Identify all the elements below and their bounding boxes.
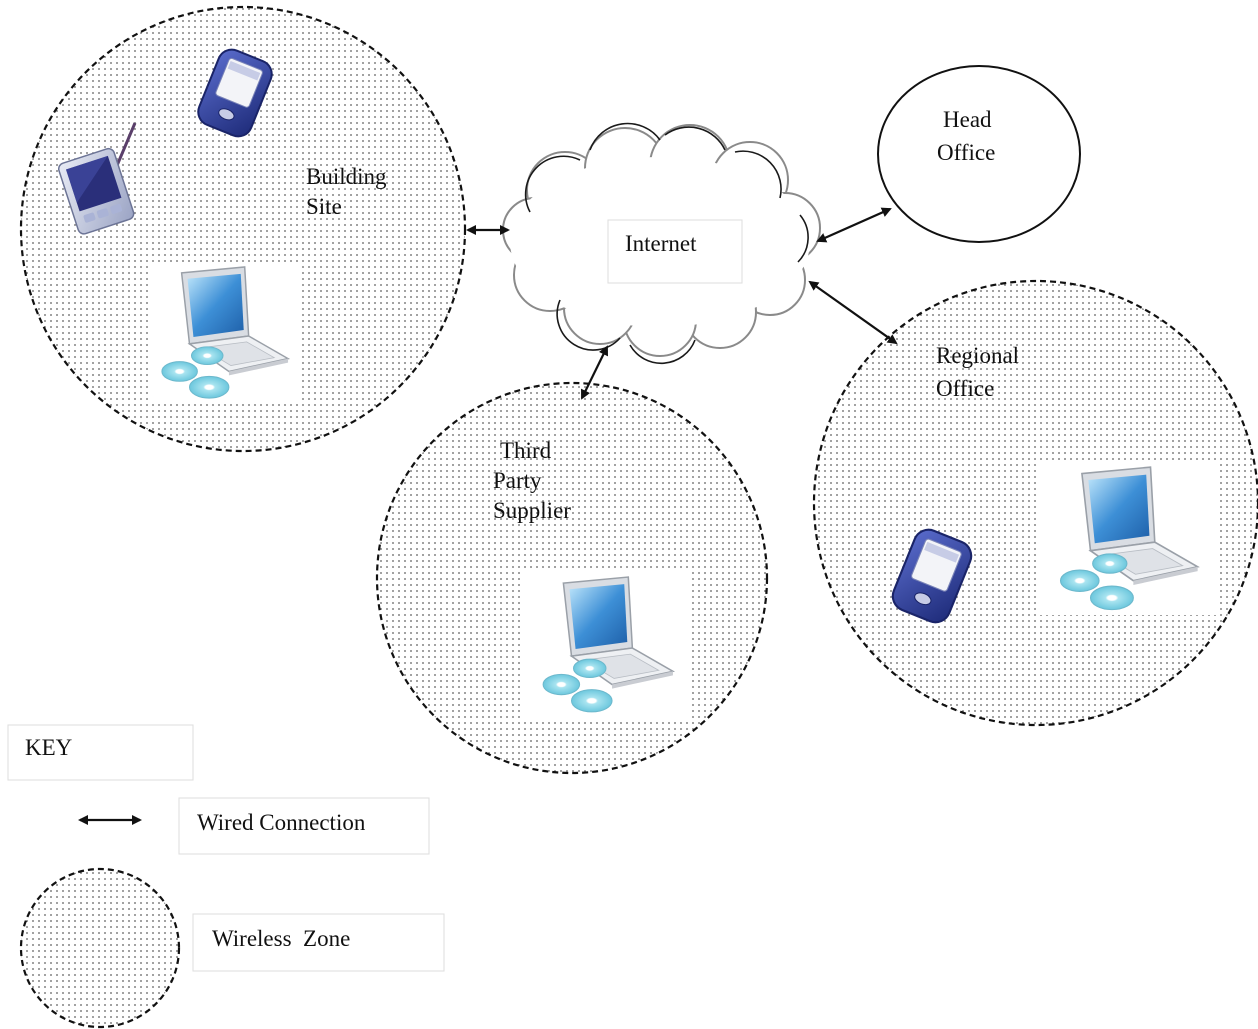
head-office-label-line2: Office — [937, 140, 995, 165]
third-party-label-line3: Supplier — [493, 498, 571, 523]
link-internet-head-office — [816, 207, 892, 243]
internet-label: Internet — [625, 231, 697, 256]
regional-office-label-line2: Office — [936, 376, 994, 401]
internet-label-box — [607, 219, 743, 284]
legend-wireless-label: Wireless Zone — [212, 926, 350, 951]
regional-office-label-line1: Regional — [936, 343, 1019, 368]
head-office-node — [877, 65, 1081, 243]
legend-wired-label: Wired Connection — [197, 810, 366, 835]
building-site-label-line2: Site — [306, 194, 342, 219]
head-office-label-line1: Head — [943, 107, 992, 132]
legend-title: KEY — [25, 735, 73, 760]
third-party-label-line1: Third — [500, 438, 552, 463]
link-internet-regional — [808, 280, 898, 345]
legend-wired-box — [178, 797, 430, 855]
building-site-zone — [19, 5, 467, 453]
legend-title-box — [7, 724, 194, 781]
link-internet-third-party — [581, 345, 608, 400]
third-party-label-line2: Party — [493, 468, 542, 493]
legend: KEY Wired Connection Wireless Zone — [7, 724, 445, 1029]
legend-wireless-symbol — [19, 867, 181, 1029]
building-site-label-line1: Building — [306, 164, 387, 189]
legend-wireless-box — [192, 913, 445, 972]
